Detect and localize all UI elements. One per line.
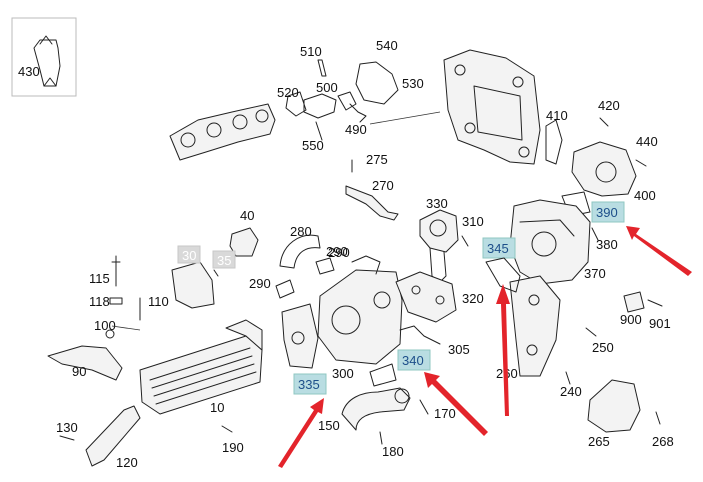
label-440: 440 [636,134,658,149]
label-490: 490 [345,122,367,137]
label-390: 390 [596,205,618,220]
label-310: 310 [462,214,484,229]
arrow-to-390 [626,226,692,276]
highlight-345: 345 [482,237,521,293]
bracket-30-35: 30 35 [171,245,236,309]
highlight-340: 340 [397,349,431,371]
egr-cooler-10: 10 [139,319,263,415]
arrow-to-340 [424,372,488,436]
pipe-150: 150 170 180 [318,363,456,459]
label-530: 530 [402,76,424,91]
label-345: 345 [487,241,509,256]
label-290b: 290 [249,276,271,291]
label-540: 540 [376,38,398,53]
bracket-90: 90 [47,345,123,381]
label-90: 90 [72,364,86,379]
label-268: 268 [652,434,674,449]
label-30: 30 [182,248,196,263]
label-380: 380 [596,237,618,252]
bottom-left-parts: 130 120 190 [56,405,244,470]
label-400: 400 [634,188,656,203]
bracket-40: 40 [229,208,259,257]
valve-330: 330 310 [419,196,484,283]
label-550: 550 [302,138,324,153]
label-420: 420 [598,98,620,113]
arrow-to-335 [278,398,324,468]
label-170: 170 [434,406,456,421]
label-100: 100 [94,318,116,333]
label-300: 300 [332,366,354,381]
label-115: 115 [89,271,110,286]
hose-280: 280 290 290 [249,224,348,299]
label-120: 120 [116,455,138,470]
label-900: 900 [620,312,642,327]
label-340: 340 [402,353,424,368]
label-305: 305 [448,342,470,357]
label-130: 130 [56,420,78,435]
label-275: 275 [366,152,388,167]
label-520: 520 [277,85,299,100]
part-900: 900 901 [620,291,671,331]
label-410: 410 [546,108,568,123]
label-370: 370 [584,266,606,281]
label-500: 500 [316,80,338,95]
valve-body-300: 300 290 [281,245,403,381]
label-430: 430 [18,64,40,79]
label-265: 265 [588,434,610,449]
label-180: 180 [382,444,404,459]
bracket-260: 260 250 240 [496,275,614,399]
small-hardware-left: 115 118 110 100 [89,255,169,339]
egr-valve-group: 410 420 440 400 [545,98,658,217]
label-10: 10 [210,400,224,415]
upper-cluster: 510 540 530 520 500 490 550 [277,38,441,153]
flange-320: 320 305 [395,271,484,357]
label-901: 901 [649,316,671,331]
label-290-top: 290 [328,245,350,260]
bracket-270: 275 270 [345,152,399,221]
red-arrows [278,226,692,468]
head-plate [443,49,541,165]
label-240: 240 [560,384,582,399]
label-330: 330 [426,196,448,211]
label-150: 150 [318,418,340,433]
label-40: 40 [240,208,254,223]
label-280: 280 [290,224,312,239]
highlight-335: 335 [293,373,327,395]
label-110: 110 [148,294,169,309]
highlight-390: 390 [591,201,625,223]
label-118: 118 [89,294,110,309]
label-35: 35 [217,253,231,268]
cooler-housing-370: 370 380 [509,199,618,285]
label-290a: 290 [326,244,348,259]
label-320: 320 [462,291,484,306]
inset-430: 430 [11,17,77,97]
heat-shield-265: 265 268 [587,379,674,449]
label-510: 510 [300,44,322,59]
label-270: 270 [372,178,394,193]
exhaust-manifold [169,103,276,161]
label-190: 190 [222,440,244,455]
label-335: 335 [298,377,320,392]
arrow-to-345 [496,284,510,416]
label-250: 250 [592,340,614,355]
